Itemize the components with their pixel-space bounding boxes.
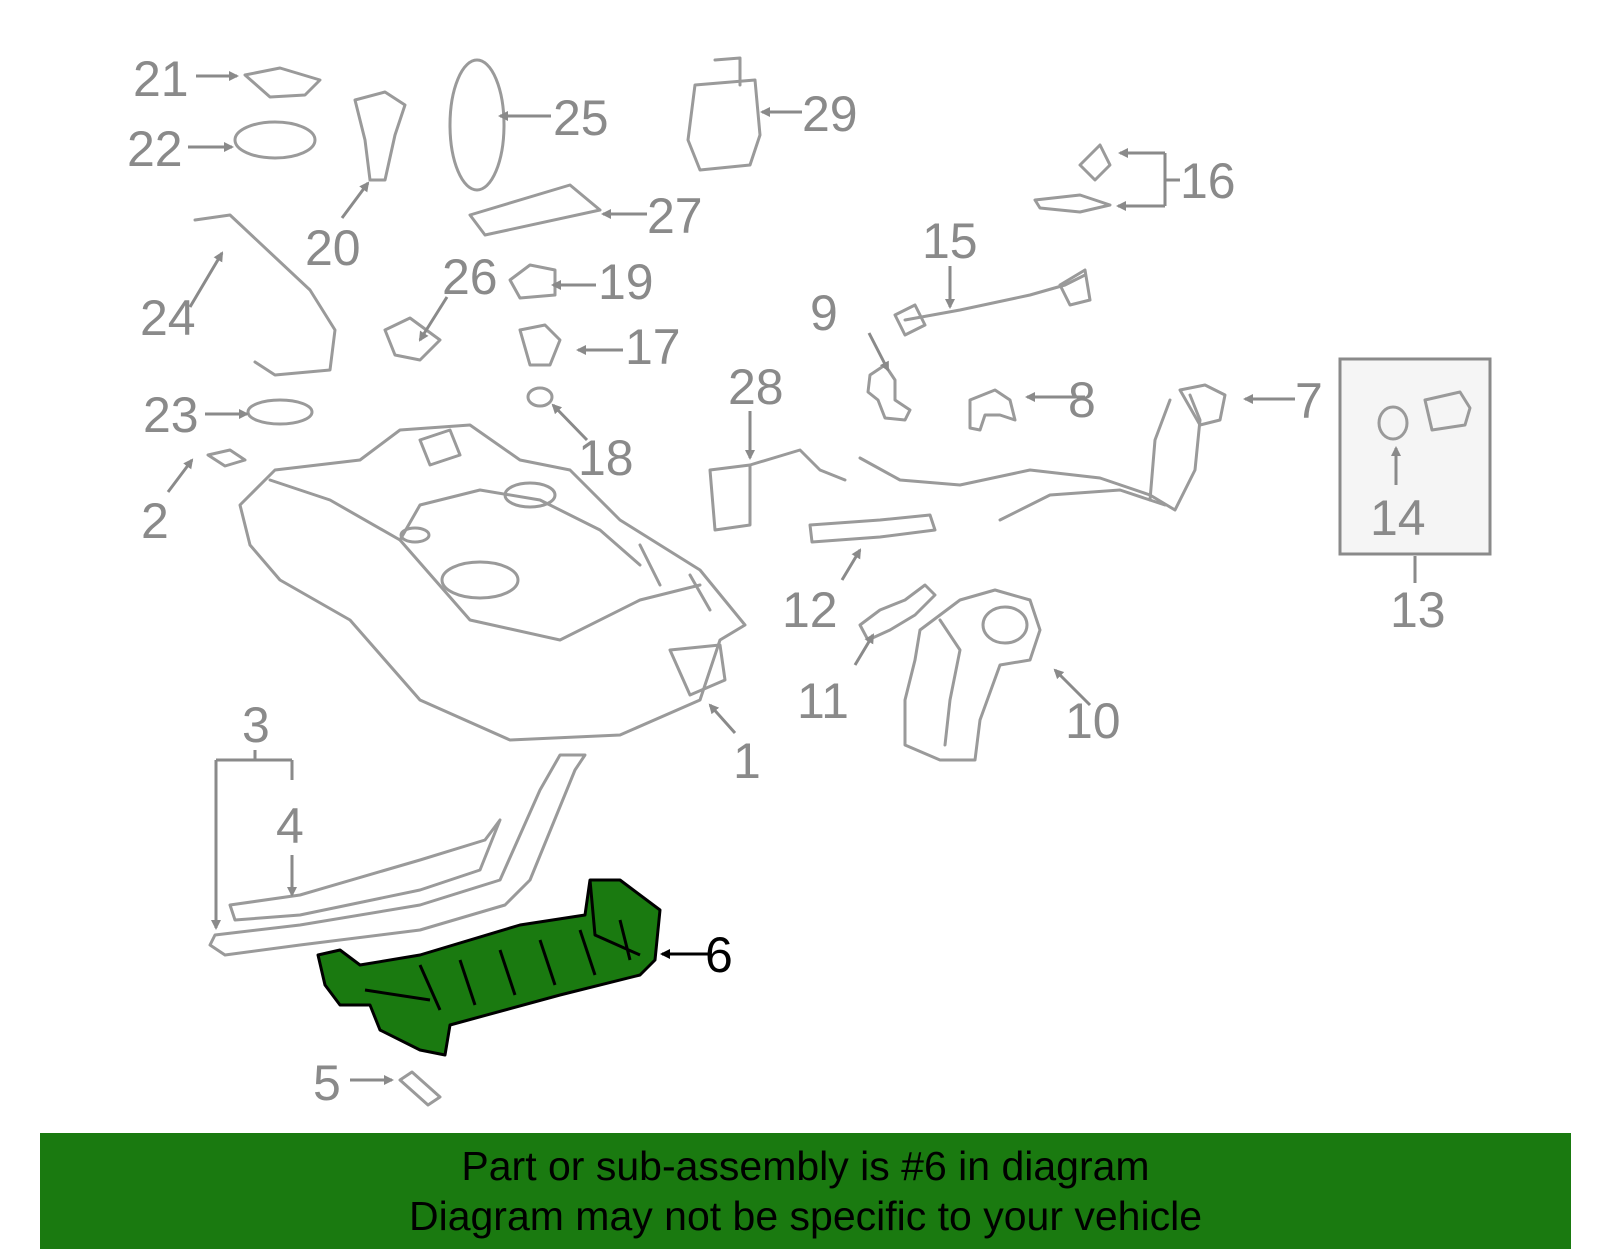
small-parts-drawing <box>193 58 602 468</box>
banner-line-2: Diagram may not be specific to your vehi… <box>408 1193 1202 1239</box>
fuel-tank-drawing <box>238 423 747 742</box>
label-28: 28 <box>728 359 784 415</box>
hose-12-drawing <box>808 513 937 544</box>
label-5: 5 <box>313 1055 341 1111</box>
label-1: 1 <box>733 733 761 789</box>
info-banner: Part or sub-assembly is #6 in diagram Di… <box>40 1133 1571 1249</box>
label-13: 13 <box>1390 582 1446 638</box>
label-8: 8 <box>1068 372 1096 428</box>
pin-drawing <box>398 1070 442 1107</box>
part-labels: 21 22 20 25 27 29 24 26 19 17 23 18 2 28… <box>127 51 1446 1111</box>
label-26: 26 <box>442 249 498 305</box>
label-15: 15 <box>922 213 978 269</box>
bracket-8-drawing <box>968 388 1017 432</box>
label-23: 23 <box>143 387 199 443</box>
label-29: 29 <box>802 86 858 142</box>
vent-line-15-drawing <box>893 268 1092 337</box>
leader-lines <box>166 71 1417 1085</box>
label-21: 21 <box>133 51 189 107</box>
label-16: 16 <box>1180 153 1236 209</box>
clamp-9-drawing <box>866 363 912 422</box>
label-20: 20 <box>305 220 361 276</box>
label-6: 6 <box>705 927 733 983</box>
label-9: 9 <box>810 285 838 341</box>
label-2: 2 <box>141 493 169 549</box>
label-3: 3 <box>242 697 270 753</box>
filler-pipe-drawing <box>858 383 1227 522</box>
label-11: 11 <box>797 673 849 729</box>
label-4: 4 <box>276 798 304 854</box>
fuel-cap-box <box>1338 357 1492 556</box>
label-12: 12 <box>782 582 838 638</box>
label-19: 19 <box>598 254 654 310</box>
label-10: 10 <box>1065 693 1121 749</box>
label-17: 17 <box>625 319 681 375</box>
hose-11-drawing <box>858 583 937 642</box>
tank-straps-drawing <box>208 753 587 957</box>
label-25: 25 <box>553 90 609 146</box>
label-22: 22 <box>127 121 183 177</box>
label-27: 27 <box>647 188 703 244</box>
banner-line-1: Part or sub-assembly is #6 in diagram <box>461 1143 1150 1189</box>
label-24: 24 <box>140 290 196 346</box>
clips-16-drawing <box>1033 143 1112 214</box>
label-18: 18 <box>578 430 634 486</box>
label-7: 7 <box>1295 373 1323 429</box>
label-14: 14 <box>1370 490 1426 546</box>
protector-10-drawing <box>903 588 1042 762</box>
pump-29-drawing <box>686 56 762 172</box>
sender-28-drawing <box>708 448 847 532</box>
fuel-tank-protector-highlighted <box>316 878 662 1057</box>
